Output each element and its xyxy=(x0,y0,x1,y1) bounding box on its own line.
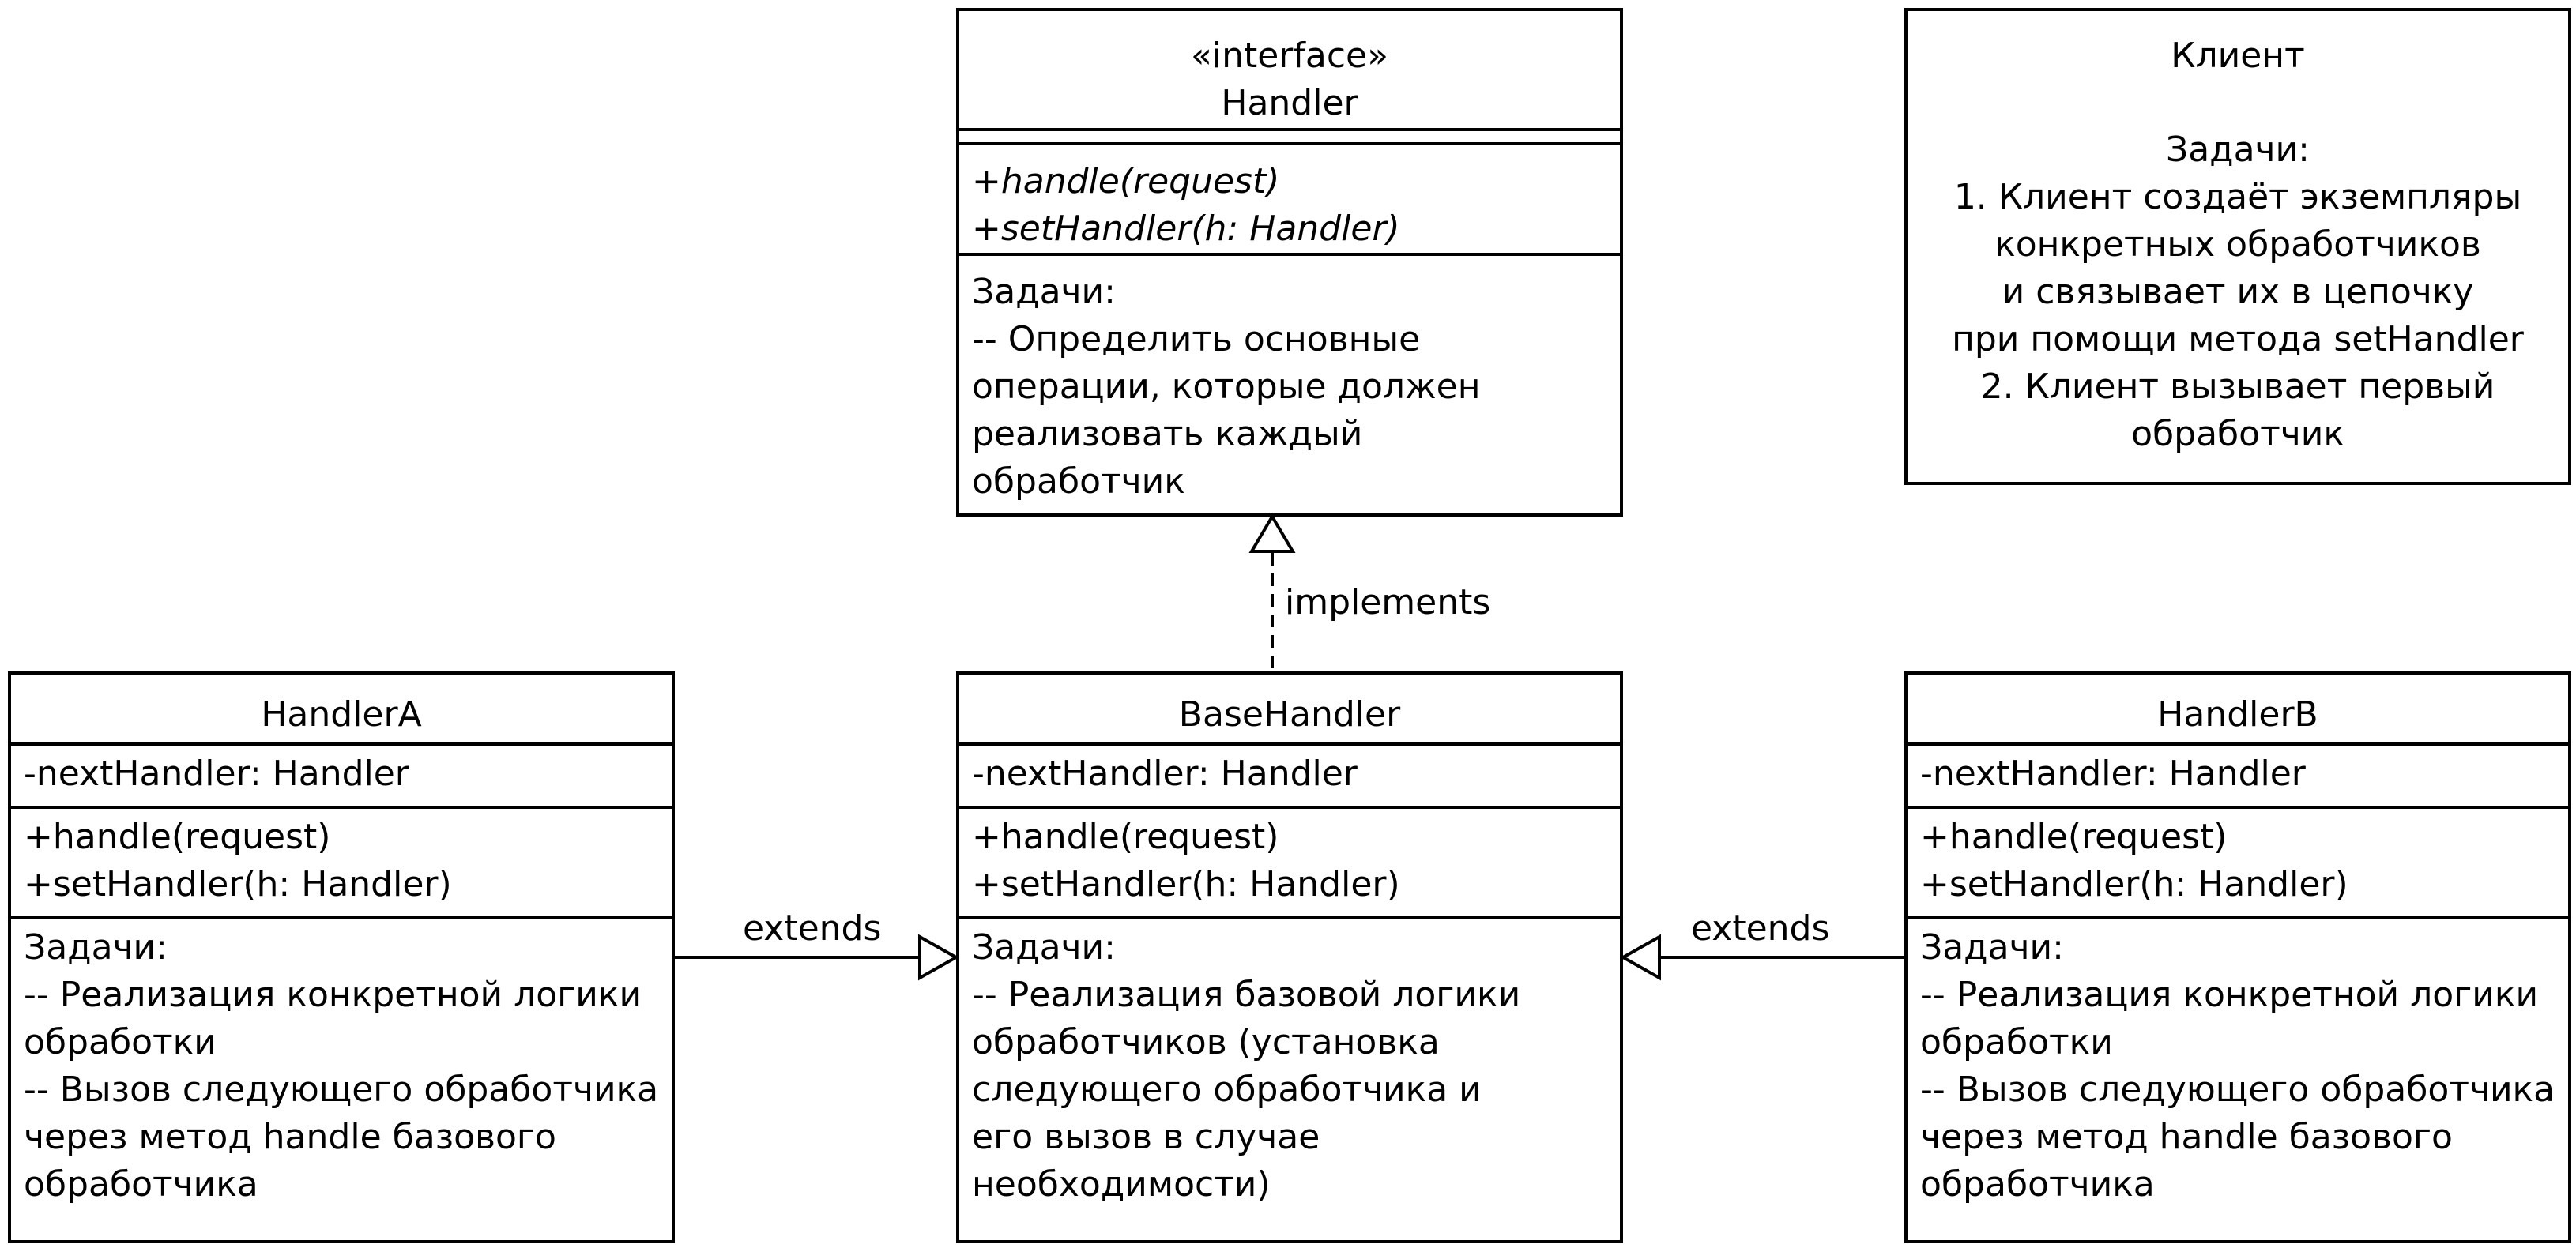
handler-a-method: +setHandler(h: Handler) xyxy=(24,864,452,904)
handler-b-task-line: обработчика xyxy=(1920,1164,2155,1205)
handler-a-task-line: обработки xyxy=(24,1022,217,1062)
client-task-line: Задачи: xyxy=(2166,130,2310,170)
extends-left-connector xyxy=(673,934,960,981)
handler-b-divider-2 xyxy=(1908,806,2568,809)
base-handler-method: +setHandler(h: Handler) xyxy=(972,864,1400,904)
base-handler-task-line: Задачи: xyxy=(972,927,1116,968)
handler-task-line: операции, которые должен xyxy=(972,367,1481,407)
handler-a-divider-1 xyxy=(11,742,672,746)
handler-stereotype: «interface» xyxy=(1190,36,1389,76)
handler-b-task-line: -- Реализация конкретной логики xyxy=(1920,975,2539,1015)
base-handler-method: +handle(request) xyxy=(972,817,1279,857)
handler-a-box: HandlerA -nextHandler: Handler +handle(r… xyxy=(8,671,675,1243)
handler-b-method: +setHandler(h: Handler) xyxy=(1920,864,2348,904)
base-handler-task-line: необходимости) xyxy=(972,1164,1271,1205)
base-handler-name: BaseHandler xyxy=(1178,694,1401,735)
extends-right-label: extends xyxy=(1691,908,1830,949)
handler-task-line: обработчик xyxy=(972,461,1185,502)
client-box: Клиент Задачи: 1. Клиент создаёт экземпл… xyxy=(1904,8,2571,485)
handler-b-task-line: Задачи: xyxy=(1920,927,2064,968)
base-handler-box: BaseHandler -nextHandler: Handler +handl… xyxy=(956,671,1623,1243)
handler-name: Handler xyxy=(1221,83,1358,123)
handler-b-task-line: обработки xyxy=(1920,1022,2113,1062)
base-handler-task-line: его вызов в случае xyxy=(972,1117,1320,1157)
handler-a-method: +handle(request) xyxy=(24,817,331,857)
handler-b-method: +handle(request) xyxy=(1920,817,2228,857)
base-handler-divider-2 xyxy=(959,806,1620,809)
client-task-line: 1. Клиент создаёт экземпляры xyxy=(1953,177,2522,217)
client-task-line: обработчик xyxy=(2131,414,2344,454)
base-handler-divider-1 xyxy=(959,742,1620,746)
handler-b-task-line: -- Вызов следующего обработчика xyxy=(1920,1069,2555,1110)
extends-right-connector xyxy=(1619,934,1906,981)
handler-b-divider-3 xyxy=(1908,916,2568,919)
client-task-line: конкретных обработчиков xyxy=(1994,224,2481,265)
client-task-line: при помощи метода setHandler xyxy=(1952,319,2524,359)
client-name: Клиент xyxy=(2171,36,2305,76)
base-handler-field: -nextHandler: Handler xyxy=(972,754,1358,794)
handler-method: +setHandler(h: Handler) xyxy=(972,209,1400,249)
base-handler-task-line: обработчиков (установка xyxy=(972,1022,1440,1062)
handler-interface-box: «interface» Handler +handle(request) +se… xyxy=(956,8,1623,517)
handler-divider-2 xyxy=(959,142,1620,145)
implements-arrowhead xyxy=(1248,513,1296,553)
handler-divider-3 xyxy=(959,253,1620,256)
base-handler-divider-3 xyxy=(959,916,1620,919)
handler-method: +handle(request) xyxy=(972,161,1280,201)
handler-divider-1 xyxy=(959,128,1620,131)
extends-right-arrowhead xyxy=(1619,934,1661,981)
handler-a-name: HandlerA xyxy=(261,694,422,735)
handler-a-task-line: -- Вызов следующего обработчика xyxy=(24,1069,659,1110)
handler-a-task-line: обработчика xyxy=(24,1164,258,1205)
handler-task-line: Задачи: xyxy=(972,272,1116,312)
handler-b-task-line: через метод handle базового xyxy=(1920,1117,2453,1157)
handler-a-divider-2 xyxy=(11,806,672,809)
handler-a-task-line: Задачи: xyxy=(24,927,168,968)
handler-b-box: HandlerB -nextHandler: Handler +handle(r… xyxy=(1904,671,2571,1243)
handler-a-task-line: через метод handle базового xyxy=(24,1117,556,1157)
implements-label: implements xyxy=(1285,582,1491,622)
handler-b-field: -nextHandler: Handler xyxy=(1920,754,2306,794)
base-handler-task-line: следующего обработчика и xyxy=(972,1069,1482,1110)
base-handler-task-line: -- Реализация базовой логики xyxy=(972,975,1521,1015)
handler-task-line: реализовать каждый xyxy=(972,414,1363,454)
handler-a-divider-3 xyxy=(11,916,672,919)
extends-left-label: extends xyxy=(743,908,882,949)
implements-connector xyxy=(1248,513,1296,673)
handler-b-divider-1 xyxy=(1908,742,2568,746)
handler-b-name: HandlerB xyxy=(2157,694,2318,735)
handler-a-task-line: -- Реализация конкретной логики xyxy=(24,975,642,1015)
handler-task-line: -- Определить основные xyxy=(972,319,1421,359)
client-task-line: и связывает их в цепочку xyxy=(2002,272,2474,312)
handler-a-field: -nextHandler: Handler xyxy=(24,754,409,794)
extends-left-arrowhead xyxy=(918,934,960,981)
client-task-line: 2. Клиент вызывает первый xyxy=(1980,367,2495,407)
